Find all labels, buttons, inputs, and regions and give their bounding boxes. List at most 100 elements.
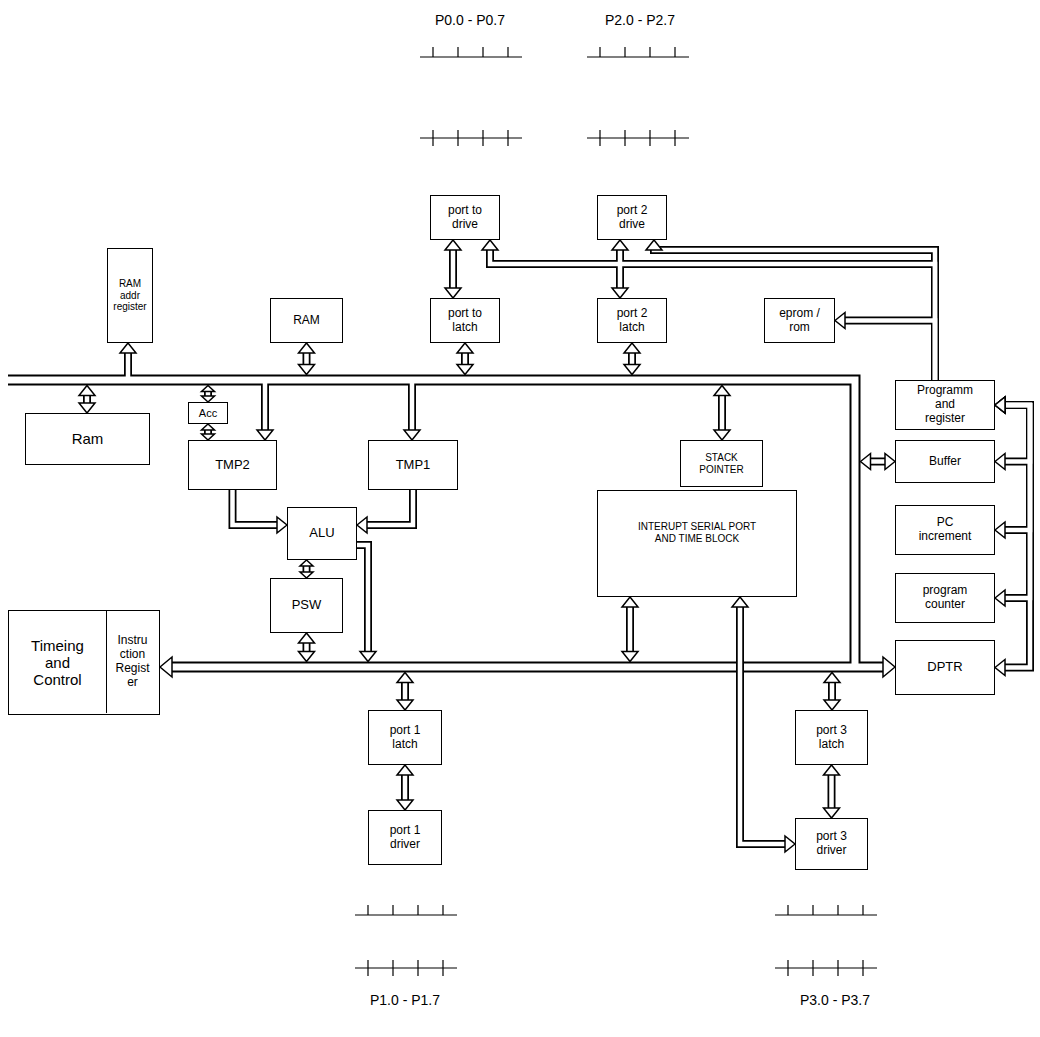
- bus-core-line: [830, 682, 835, 702]
- arrowhead: [714, 430, 730, 440]
- bus-core-line: [304, 352, 309, 366]
- block-box: Timeing and ControlInstru ction Regist e…: [8, 610, 160, 715]
- arrowhead: [824, 765, 840, 775]
- box-text: DPTR: [927, 660, 962, 675]
- arrowhead: [202, 424, 215, 430]
- connector-core: [618, 249, 623, 289]
- bus-line: [870, 458, 887, 466]
- block-box: TMP1: [368, 440, 458, 490]
- block-box: Programm and register: [895, 380, 995, 430]
- arrowhead: [397, 800, 413, 810]
- arrowhead: [824, 700, 840, 710]
- pin-symbol: [674, 130, 675, 146]
- box-text: port to drive: [440, 204, 490, 232]
- pin-symbol: [775, 967, 877, 968]
- block-box: TMP2: [188, 440, 277, 490]
- box-text: Acc: [199, 407, 217, 420]
- box-text: port 3 driver: [807, 830, 857, 858]
- pin-symbol: [674, 47, 675, 57]
- bus-line: [303, 352, 311, 366]
- arrowhead: [622, 652, 638, 662]
- pin-symbol: [457, 47, 458, 57]
- pin-symbol: [432, 47, 433, 57]
- arrowhead: [457, 343, 473, 353]
- box-text: port 3 latch: [807, 724, 857, 752]
- arrowhead: [622, 597, 638, 607]
- arrowhead: [824, 673, 840, 683]
- block-box: port 1 driver: [368, 810, 442, 865]
- arrowhead: [995, 397, 1005, 413]
- arrowhead: [714, 386, 730, 396]
- connectors: [208, 249, 1030, 844]
- block-box: STACK POINTER: [680, 440, 763, 487]
- box-text: RAM: [293, 314, 320, 328]
- connector-core: [1004, 405, 1030, 668]
- connector: [654, 249, 935, 380]
- block-box: eprom / rom: [764, 298, 835, 343]
- arrowhead: [277, 517, 287, 533]
- arrowhead: [202, 386, 215, 392]
- arrowhead: [300, 560, 313, 566]
- pin-symbol: [775, 914, 877, 915]
- block-box: Buffer: [895, 440, 995, 483]
- pin-symbol: [649, 47, 650, 57]
- pin-symbol: [367, 905, 368, 915]
- pin-symbol: [787, 905, 788, 915]
- arrowhead: [445, 240, 461, 250]
- box-text: TMP2: [215, 458, 250, 473]
- block-box: RAM addr register: [107, 248, 153, 343]
- pin-symbol: [837, 960, 838, 976]
- block-box: Ram: [25, 413, 150, 465]
- arrowhead: [785, 836, 795, 852]
- bus-core-line: [628, 606, 633, 653]
- connector-core: [829, 774, 834, 809]
- block-box: INTERUPT SERIAL PORT AND TIME BLOCK: [597, 490, 797, 597]
- arrowhead: [995, 397, 1005, 413]
- box-text: ALU: [309, 526, 334, 541]
- arrowhead: [445, 288, 461, 298]
- pin-symbol: [862, 960, 863, 976]
- bus-line: [124, 352, 132, 380]
- block-box: PC increment: [895, 505, 995, 555]
- connector-heads: [202, 240, 1006, 852]
- bus-core-line: [463, 352, 468, 366]
- block-box: PSW: [270, 578, 343, 633]
- block-box: port to latch: [430, 298, 500, 343]
- pin-symbol: [355, 914, 457, 915]
- arrowhead: [995, 590, 1005, 606]
- arrowhead: [79, 403, 95, 413]
- port-pin-label: P1.0 - P1.7: [368, 992, 442, 1009]
- connector-core: [740, 606, 786, 844]
- arrowhead: [885, 454, 895, 470]
- arrowhead: [612, 240, 628, 250]
- port-pin-label: P2.0 - P2.7: [603, 12, 677, 29]
- connector: [844, 321, 935, 381]
- block-box: port to drive: [430, 195, 500, 240]
- bus-core: [8, 352, 886, 701]
- arrowhead: [457, 365, 473, 375]
- arrowhead: [482, 240, 498, 250]
- arrowhead: [257, 430, 273, 440]
- bus-core-line: [126, 352, 131, 380]
- arrowhead: [835, 313, 845, 329]
- pin-symbol: [862, 905, 863, 915]
- bus-heads: [79, 343, 895, 710]
- pin-symbol: [417, 905, 418, 915]
- bus-line: [626, 606, 634, 653]
- box-text: STACK POINTER: [687, 452, 757, 475]
- arrowhead: [624, 343, 640, 353]
- pin-symbol: [482, 130, 483, 146]
- connector-core: [1004, 405, 1030, 598]
- connector-core: [403, 774, 408, 801]
- bus-line: [357, 545, 368, 653]
- bus-core-line: [870, 459, 887, 464]
- pin-symbol: [482, 47, 483, 57]
- bus-line: [408, 380, 416, 431]
- pin-symbol: [599, 47, 600, 57]
- bus-outline: [8, 352, 886, 701]
- block-box: program counter: [895, 573, 995, 623]
- bus-core-line: [357, 545, 368, 653]
- connector: [828, 774, 836, 809]
- arrowhead: [397, 673, 413, 683]
